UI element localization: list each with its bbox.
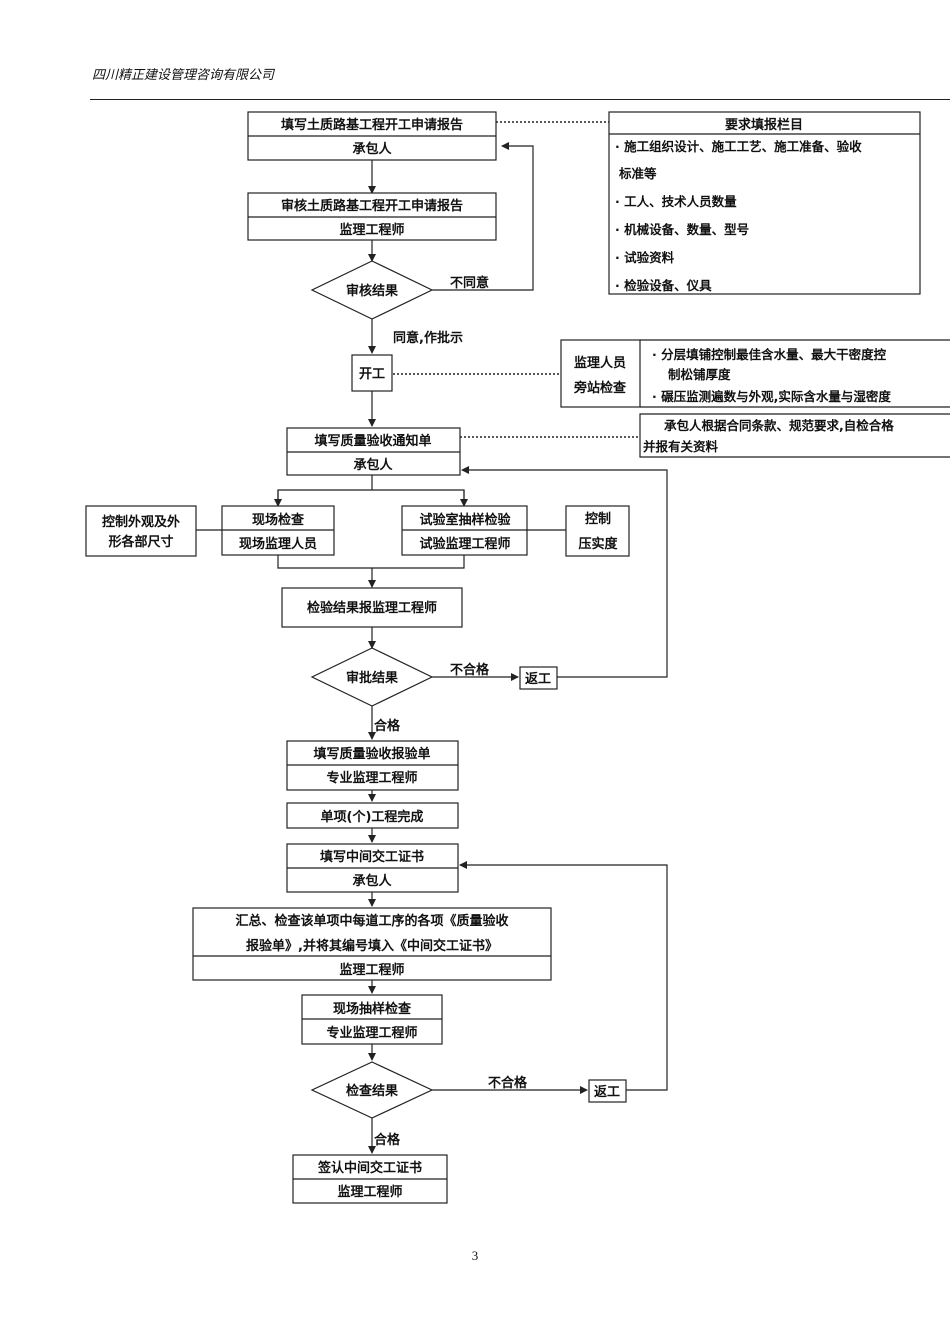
report-results-box: 检验结果报监理工程师 xyxy=(281,587,463,628)
supervisor-line1: 监理人员 xyxy=(574,355,626,371)
control-right-line1: 控制 xyxy=(585,511,611,527)
sample-role: 专业监理工程师 xyxy=(326,1025,417,1041)
report-results-label: 检验结果报监理工程师 xyxy=(307,600,437,616)
summary-line2: 报验单》,并将其编号填入《中间交工证书》 xyxy=(246,938,498,954)
site-checks-box: · 分层填铺控制最佳含水量、最大干密度控 制松铺厚度 · 碾压监测遍数与外观,实… xyxy=(640,339,950,408)
field-check-title: 现场检查 xyxy=(252,512,305,528)
selfcheck-box: 承包人根据合同条款、规范要求,自检合格 并报有关资料 xyxy=(639,413,950,458)
required-item3: · 机械设备、数量、型号 xyxy=(615,222,749,237)
review-decision-label: 审核结果 xyxy=(346,283,398,299)
unqualified-label-2: 不合格 xyxy=(488,1075,528,1091)
sample-title: 现场抽样检查 xyxy=(333,1001,412,1017)
lab-role: 试验监理工程师 xyxy=(419,536,510,552)
apply-title: 填写土质路基工程开工申请报告 xyxy=(281,117,463,133)
lab-box: 试验室抽样检验 试验监理工程师 xyxy=(401,505,528,556)
rework-box-2: 返工 xyxy=(588,1079,627,1103)
required-item4: · 试验资料 xyxy=(615,250,675,265)
single-complete-box: 单项(个)工程完成 xyxy=(286,802,459,829)
acceptance-role: 专业监理工程师 xyxy=(326,770,417,786)
apply-role: 承包人 xyxy=(352,141,392,157)
field-check-role: 现场监理人员 xyxy=(239,536,317,552)
apply-box: 填写土质路基工程开工申请报告 承包人 xyxy=(247,111,497,161)
site-item1-line1: · 分层填铺控制最佳含水量、最大干密度控 xyxy=(652,347,887,362)
handover-box: 填写中间交工证书 承包人 xyxy=(286,843,459,893)
notice-box: 填写质量验收通知单 承包人 xyxy=(286,427,461,476)
company-header: 四川精正建设管理咨询有限公司 xyxy=(92,68,275,83)
qualified-label-1: 合格 xyxy=(374,718,401,734)
check-decision-label: 检查结果 xyxy=(346,1083,398,1099)
sign-title: 签认中间交工证书 xyxy=(317,1160,422,1176)
unqualified-label-1: 不合格 xyxy=(450,662,490,678)
site-item1-line2: 制松铺厚度 xyxy=(668,367,731,382)
control-right-box: 控制 压实度 xyxy=(565,505,630,557)
required-item1-line1: · 施工组织设计、施工工艺、施工准备、验收 xyxy=(615,139,862,154)
control-right-line2: 压实度 xyxy=(578,536,618,552)
control-left-line2: 形各部尺寸 xyxy=(108,534,173,550)
approval-decision-label: 审批结果 xyxy=(346,670,398,686)
field-check-box: 现场检查 现场监理人员 xyxy=(221,505,335,556)
disagree-label: 不同意 xyxy=(450,275,489,291)
summary-role: 监理工程师 xyxy=(339,962,404,978)
connector-lines xyxy=(196,121,668,1154)
required-items-box: 要求填报栏目 · 施工组织设计、施工工艺、施工准备、验收 标准等 · 工人、技术… xyxy=(608,111,921,295)
selfcheck-line1: 承包人根据合同条款、规范要求,自检合格 xyxy=(664,418,894,433)
page-number: 3 xyxy=(471,1248,479,1263)
required-title: 要求填报栏目 xyxy=(725,117,803,133)
review-title: 审核土质路基工程开工申请报告 xyxy=(281,198,463,214)
sign-box: 签认中间交工证书 监理工程师 xyxy=(292,1154,448,1204)
rework-label-1: 返工 xyxy=(525,672,551,687)
acceptance-box: 填写质量验收报验单 专业监理工程师 xyxy=(286,740,459,791)
review-box: 审核土质路基工程开工申请报告 监理工程师 xyxy=(247,192,497,241)
notice-role: 承包人 xyxy=(353,457,393,473)
handover-title: 填写中间交工证书 xyxy=(320,849,424,865)
summary-line1: 汇总、检查该单项中每道工序的各项《质量验收 xyxy=(235,913,509,929)
control-left-box: 控制外观及外 形各部尺寸 xyxy=(85,505,197,557)
handover-role: 承包人 xyxy=(352,873,392,889)
required-item5: · 检验设备、仪具 xyxy=(615,278,712,293)
required-item2: · 工人、技术人员数量 xyxy=(615,194,737,209)
summary-box: 汇总、检查该单项中每道工序的各项《质量验收 报验单》,并将其编号填入《中间交工证… xyxy=(192,907,552,981)
supervisor-line2: 旁站检查 xyxy=(573,380,627,396)
review-role: 监理工程师 xyxy=(339,222,404,238)
acceptance-title: 填写质量验收报验单 xyxy=(313,746,430,762)
site-item2: · 碾压监测遍数与外观,实际含水量与湿密度 xyxy=(652,389,891,404)
check-decision: 检查结果 xyxy=(310,1061,434,1119)
rework-label-2: 返工 xyxy=(594,1085,620,1100)
rework-box-1: 返工 xyxy=(519,666,558,690)
header-rule xyxy=(90,99,950,100)
sign-role: 监理工程师 xyxy=(337,1184,402,1200)
sample-box: 现场抽样检查 专业监理工程师 xyxy=(301,994,443,1045)
single-complete-label: 单项(个)工程完成 xyxy=(321,809,424,825)
start-label: 开工 xyxy=(359,367,385,382)
notice-title: 填写质量验收通知单 xyxy=(314,433,431,449)
lab-title: 试验室抽样检验 xyxy=(419,512,511,528)
agree-instruct-label: 同意,作批示 xyxy=(393,330,463,346)
selfcheck-line2: 并报有关资料 xyxy=(643,439,719,454)
approval-decision: 审批结果 xyxy=(310,647,434,707)
supervisor-box: 监理人员 旁站检查 xyxy=(560,339,641,408)
review-decision: 审核结果 xyxy=(310,260,434,320)
required-item1-line2: 标准等 xyxy=(618,166,657,181)
qualified-label-2: 合格 xyxy=(374,1132,401,1148)
start-box: 开工 xyxy=(351,354,393,392)
control-left-line1: 控制外观及外 xyxy=(102,514,180,530)
